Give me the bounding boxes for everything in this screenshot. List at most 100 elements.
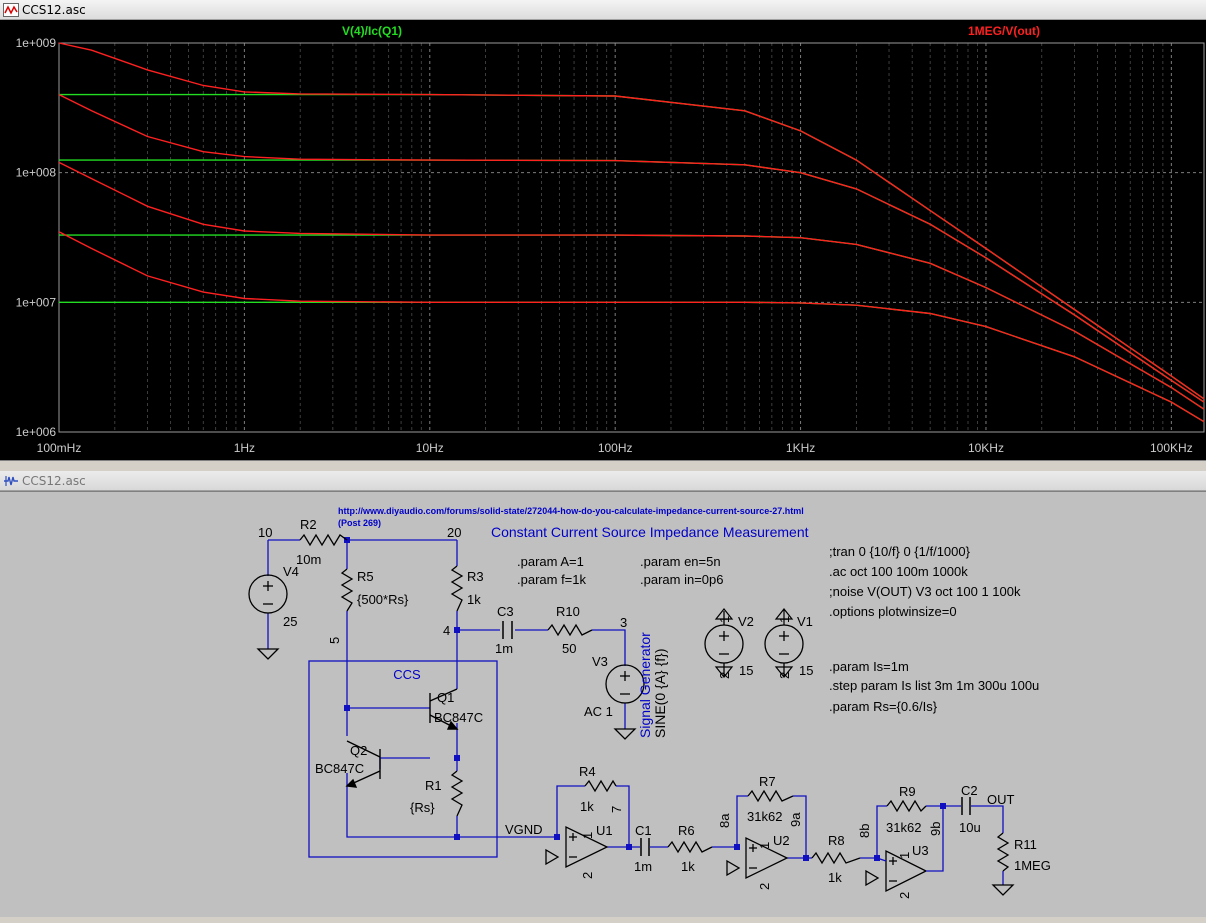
ground-icon: [545, 848, 560, 866]
r10-name: R10: [556, 604, 580, 619]
param-rs[interactable]: .param Rs={0.6/Is}: [829, 699, 938, 714]
r1-name: R1: [425, 778, 442, 793]
step-directive[interactable]: .step param Is list 3m 1m 300u 100u: [829, 678, 1039, 693]
r9-body[interactable]: [886, 799, 927, 813]
param-in[interactable]: .param in=0p6: [640, 572, 723, 587]
y-tick-label: 1e+006: [16, 425, 57, 439]
q1-transistor[interactable]: [429, 688, 459, 730]
r4-value: 1k: [580, 799, 594, 814]
r8-value: 1k: [828, 870, 842, 885]
plot-grid: [58, 42, 1204, 433]
ground-icon: [256, 648, 280, 660]
param-is[interactable]: .param Is=1m: [829, 659, 909, 674]
c1-value: 1m: [634, 859, 652, 874]
v2-bottom-arrow: [714, 666, 734, 678]
u1-pin-2: 2: [580, 872, 595, 879]
c2-body[interactable]: [961, 797, 971, 815]
net-label-20: 20: [447, 525, 461, 540]
green-trace-3[interactable]: [59, 234, 1205, 410]
c3-value: 1m: [495, 641, 513, 656]
u2-pin-1: 1: [757, 842, 772, 849]
r2-value: 10m: [296, 552, 321, 567]
q2-model: BC847C: [315, 761, 364, 776]
pane-separator[interactable]: [0, 460, 1206, 471]
v4-value: 25: [283, 614, 297, 629]
schematic-pane[interactable]: CCS: [0, 491, 1206, 917]
post-comment: (Post 269): [338, 518, 381, 528]
v3-function: SINE(0 {A} {f}): [652, 649, 668, 739]
r1-body[interactable]: [450, 770, 464, 817]
options-directive[interactable]: .options plotwinsize=0: [829, 604, 957, 619]
r7-body[interactable]: [747, 789, 794, 803]
r6-body[interactable]: [667, 840, 713, 854]
r11-body[interactable]: [996, 832, 1010, 872]
net-label-7: 7: [609, 806, 624, 813]
noise-directive[interactable]: ;noise V(OUT) V3 oct 100 1 100k: [829, 584, 1021, 599]
y-tick-label: 1e+008: [16, 166, 57, 180]
r7-name: R7: [759, 774, 776, 789]
ground-symbols: [256, 648, 1015, 896]
waveform-icon: [2, 1, 20, 19]
green-trace-4[interactable]: [59, 301, 1205, 423]
r10-body[interactable]: [547, 623, 593, 637]
tran-directive[interactable]: ;tran 0 {10/f} 0 {1/f/1000}: [829, 544, 971, 559]
schematic-window-titlebar[interactable]: CCS12.asc: [0, 471, 1206, 491]
v2-pin-1: 1: [717, 616, 732, 623]
u3-name: U3: [912, 843, 929, 858]
red-trace-4[interactable]: [58, 231, 1205, 423]
c3-body[interactable]: [502, 621, 513, 639]
v3-value: AC 1: [584, 704, 613, 719]
legend-green-trace[interactable]: V(4)/Ic(Q1): [342, 24, 402, 38]
v1-pin-1: 1: [777, 616, 792, 623]
legend-red-trace[interactable]: 1MEG/V(out): [968, 24, 1040, 38]
ground-icon: [991, 884, 1015, 896]
source-url-comment[interactable]: http://www.diyaudio.com/forums/solid-sta…: [338, 506, 804, 516]
red-trace-3[interactable]: [58, 161, 1205, 410]
red-trace-1[interactable]: [58, 42, 1205, 400]
x-tick-label: 100KHz: [1150, 441, 1193, 455]
schematic-icon: [2, 472, 20, 490]
r8-name: R8: [828, 833, 845, 848]
param-a[interactable]: .param A=1: [517, 554, 584, 569]
v1-source[interactable]: [764, 624, 804, 676]
v3-source[interactable]: [605, 664, 645, 704]
r3-name: R3: [467, 569, 484, 584]
r3-value: 1k: [467, 592, 481, 607]
net-label-9b: 9b: [928, 822, 943, 836]
r6-name: R6: [678, 823, 695, 838]
opamps: [565, 825, 928, 893]
r3-body[interactable]: [450, 565, 464, 612]
v1-bottom-arrow: [774, 666, 794, 678]
r2-body[interactable]: [299, 533, 348, 547]
schematic-window-title: CCS12.asc: [22, 473, 86, 488]
param-f[interactable]: .param f=1k: [517, 572, 587, 587]
u1-opamp[interactable]: [565, 825, 609, 869]
x-tick-label: 1KHz: [786, 441, 815, 455]
net-label-out: OUT: [987, 792, 1015, 807]
y-tick-label: 1e+009: [16, 36, 57, 50]
r6-value: 1k: [681, 859, 695, 874]
green-trace-1[interactable]: [59, 93, 1205, 400]
r8-body[interactable]: [811, 851, 861, 865]
plot-window-titlebar[interactable]: CCS12.asc: [0, 0, 1206, 20]
u2-pin-2: 2: [757, 883, 772, 890]
schematic-canvas[interactable]: CCS: [0, 492, 1206, 918]
r4-body[interactable]: [584, 779, 617, 793]
v1-value: 15: [799, 663, 813, 678]
plot-frame: [58, 42, 1205, 433]
r5-value: {500*Rs}: [357, 592, 409, 607]
red-trace-2[interactable]: [58, 93, 1205, 403]
v4-source[interactable]: [248, 574, 288, 614]
net-label-8a: 8a: [717, 813, 732, 828]
u3-opamp[interactable]: [885, 849, 928, 893]
ac-directive[interactable]: .ac oct 100 100m 1000k: [829, 564, 968, 579]
v2-source[interactable]: [704, 611, 744, 676]
capacitor-bodies: [502, 621, 971, 856]
r5-body[interactable]: [340, 568, 354, 612]
q2-transistor[interactable]: [345, 740, 381, 788]
param-en[interactable]: .param en=5n: [640, 554, 721, 569]
c1-body[interactable]: [640, 838, 650, 856]
u2-opamp[interactable]: [745, 836, 789, 880]
